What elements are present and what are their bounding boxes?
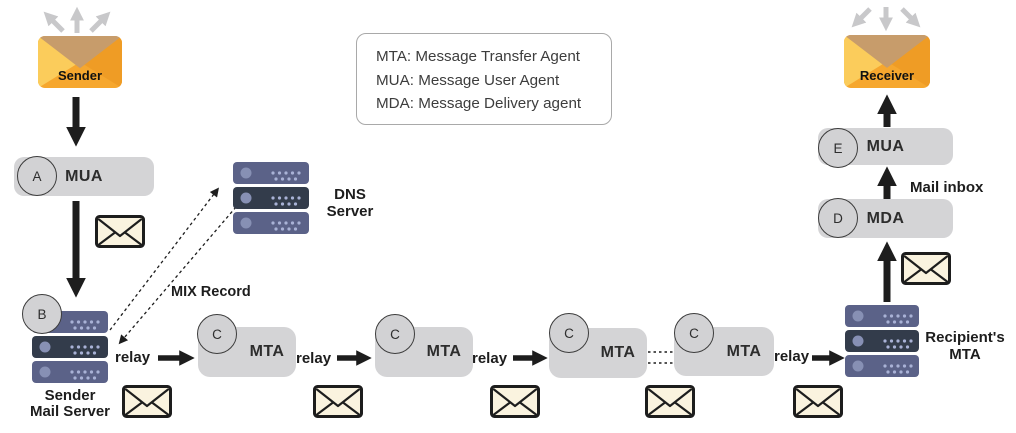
- legend-box: MTA: Message Transfer Agent MUA: Message…: [356, 33, 612, 125]
- node-mda-d-label: MDA: [866, 209, 905, 227]
- sender-mail-server-label: Sender Mail Server: [15, 388, 125, 420]
- badge-c-letter: C: [564, 325, 574, 341]
- recipient-label-line2: MTA: [949, 346, 981, 363]
- relay-label-1: relay: [115, 349, 151, 366]
- badge-e-letter: E: [833, 140, 843, 156]
- mail-icon: [313, 385, 363, 418]
- mix-record-label: MIX Record: [171, 284, 251, 300]
- badge-c4: C: [674, 313, 714, 353]
- mail-icon: [95, 215, 145, 248]
- relay-label-2: relay: [296, 350, 332, 367]
- recipient-mta-label: Recipient's MTA: [920, 329, 1010, 363]
- sender-server-label-line1: Sender: [44, 387, 96, 404]
- mta-chain-ellipsis: [648, 351, 673, 364]
- legend-line-mua: MUA: Message User Agent: [376, 71, 560, 89]
- dns-server-icon: [233, 162, 309, 239]
- badge-a: A: [17, 156, 57, 196]
- dns-label-line1: DNS: [334, 186, 366, 203]
- receiver-envelope-icon: Receiver: [844, 35, 930, 88]
- mail-inbox-label: Mail inbox: [910, 179, 984, 196]
- badge-b: B: [22, 294, 62, 334]
- legend-line-mda: MDA: Message Delivery agent: [376, 95, 582, 112]
- badge-e: E: [818, 128, 858, 168]
- relay-label-3: relay: [472, 350, 508, 367]
- sender-envelope-icon: Sender: [38, 36, 122, 88]
- badge-d: D: [818, 198, 858, 238]
- badge-a-letter: A: [32, 168, 42, 184]
- mail-icon: [645, 385, 695, 418]
- badge-c3: C: [549, 313, 589, 353]
- node-mta-label: MTA: [600, 344, 636, 361]
- badge-c-letter: C: [689, 325, 699, 341]
- node-mta-label: MTA: [249, 343, 285, 360]
- relay-label-4: relay: [774, 348, 810, 365]
- mail-icon: [793, 385, 843, 418]
- sender-server-label-line2: Mail Server: [29, 403, 111, 420]
- mail-icon: [490, 385, 540, 418]
- node-mta-label: MTA: [426, 343, 462, 360]
- node-mta-label: MTA: [726, 342, 762, 360]
- recipient-label-line1: Recipient's: [925, 329, 1005, 346]
- badge-b-letter: B: [37, 306, 47, 322]
- sender-broadcast-arrows-icon: [43, 6, 111, 33]
- badge-d-letter: D: [833, 210, 843, 226]
- mail-icon: [122, 385, 172, 418]
- receiver-label: Receiver: [859, 68, 915, 83]
- node-mua-e-label: MUA: [866, 137, 905, 155]
- dns-label-line2: Server: [326, 203, 374, 220]
- node-mua-a-label: MUA: [65, 167, 103, 185]
- recipient-mta-server-icon: [845, 305, 919, 382]
- legend-line-mta: MTA: Message Transfer Agent: [376, 48, 580, 65]
- badge-c1: C: [197, 314, 237, 354]
- mail-icon: [901, 252, 951, 285]
- badge-c2: C: [375, 314, 415, 354]
- badge-c-letter: C: [390, 326, 400, 342]
- receiver-incoming-arrows-icon: [851, 7, 921, 32]
- badge-c-letter: C: [212, 326, 222, 342]
- sender-label: Sender: [57, 68, 103, 83]
- dns-server-label: DNS Server: [318, 186, 382, 220]
